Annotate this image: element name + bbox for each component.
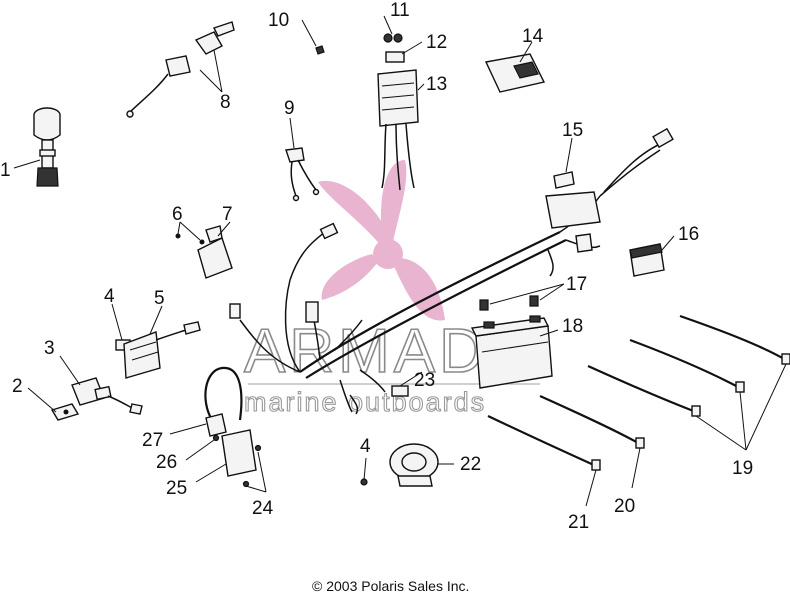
- callout-8: 8: [220, 92, 231, 113]
- callout-13: 13: [426, 74, 447, 95]
- callout-27: 27: [142, 430, 163, 451]
- callout-2: 2: [12, 376, 23, 397]
- callout-9: 9: [284, 98, 295, 119]
- callout-26: 26: [156, 452, 177, 473]
- part-3-switch: [71, 377, 143, 415]
- callout-3: 3: [44, 338, 55, 359]
- callout-25: 25: [166, 478, 187, 499]
- callout-20: 20: [614, 496, 635, 517]
- callout-5: 5: [154, 288, 165, 309]
- part-14-cover: [484, 53, 546, 93]
- callout-10: 10: [268, 10, 289, 31]
- callout-23: 23: [414, 370, 435, 391]
- callout-4-second: 4: [360, 436, 371, 457]
- part-22-coil: [360, 443, 439, 487]
- callout-11: 11: [390, 0, 410, 21]
- leader-lines: [13, 15, 787, 507]
- callout-labels: 1 2 3 4 5 6 7 8 9 10 11 12 13 14 15 16 1…: [0, 0, 753, 533]
- propeller-logo-icon: [318, 160, 445, 321]
- callout-6: 6: [172, 204, 183, 225]
- part-16-relay: [629, 243, 665, 277]
- callout-14: 14: [522, 26, 544, 47]
- part-6-7-cdi-module: [175, 225, 233, 279]
- callout-15: 15: [562, 120, 583, 141]
- callout-22: 22: [460, 454, 481, 475]
- callout-12: 12: [426, 32, 447, 53]
- callout-17: 17: [566, 274, 587, 295]
- callout-21: 21: [568, 512, 589, 533]
- callout-18: 18: [562, 316, 583, 337]
- part-10-clip: [315, 45, 325, 55]
- callout-4: 4: [104, 286, 115, 307]
- part-4-5-relay-assembly: [115, 321, 201, 379]
- main-wiring-harness: [229, 127, 674, 415]
- copyright-notice: © 2003 Polaris Sales Inc.: [312, 578, 469, 594]
- callout-19: 19: [732, 458, 753, 479]
- part-9-sensor: [285, 147, 320, 202]
- callout-1: 1: [0, 160, 11, 181]
- callout-16: 16: [678, 224, 699, 245]
- callout-7: 7: [222, 204, 233, 225]
- part-24-27-ignition-coil: [204, 366, 262, 488]
- part-15-connector: [553, 171, 575, 189]
- part-19-20-21-cable-straps: [487, 314, 790, 471]
- part-2-bracket: [50, 403, 80, 421]
- part-11-12-13-regulator: [377, 33, 419, 191]
- part-1-key-switch: [33, 107, 61, 187]
- part-17-18-battery: [470, 295, 553, 389]
- watermark-subtitle: marine outboards: [244, 387, 486, 417]
- part-8-stop-switch: [126, 21, 235, 118]
- callout-24: 24: [252, 498, 274, 519]
